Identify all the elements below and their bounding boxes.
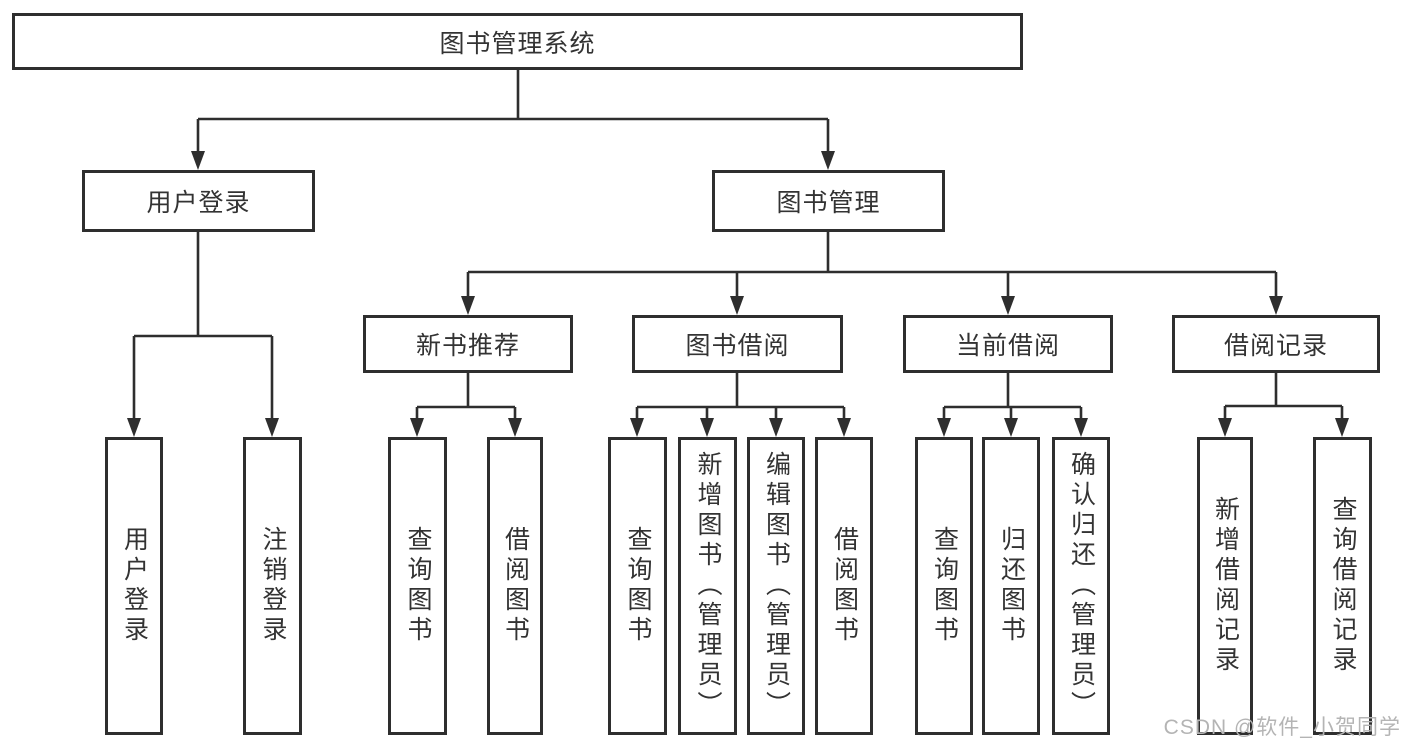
arrowhead-icons	[127, 151, 1349, 437]
node-leaf-borrow-books-recommend: 借阅图书	[487, 437, 543, 735]
node-book-borrowing: 图书借阅	[632, 315, 843, 373]
node-leaf-query-books-current: 查询图书	[915, 437, 973, 735]
node-leaf-query-borrow-record: 查询借阅记录	[1313, 437, 1372, 735]
node-leaf-logout: 注销登录	[243, 437, 302, 735]
node-leaf-user-login: 用户登录	[105, 437, 163, 735]
node-leaf-return-books: 归还图书	[982, 437, 1040, 735]
node-borrowing-records: 借阅记录	[1172, 315, 1380, 373]
node-leaf-edit-books-admin: 编辑图书（管理员）	[747, 437, 805, 735]
node-leaf-borrow-books-borrowing: 借阅图书	[815, 437, 873, 735]
node-leaf-query-books-borrowing: 查询图书	[608, 437, 667, 735]
node-user-login: 用户登录	[82, 170, 315, 232]
csdn-watermark: CSDN @软件_小贺同学	[1163, 716, 1401, 739]
node-book-management: 图书管理	[712, 170, 945, 232]
node-leaf-add-books-admin: 新增图书（管理员）	[678, 437, 737, 735]
node-leaf-add-borrow-record: 新增借阅记录	[1197, 437, 1253, 735]
node-leaf-query-books-recommend: 查询图书	[388, 437, 447, 735]
node-current-borrowing: 当前借阅	[903, 315, 1113, 373]
node-root-library-system: 图书管理系统	[12, 13, 1023, 70]
node-leaf-confirm-return-admin: 确认归还（管理员）	[1052, 437, 1110, 735]
node-new-book-recommend: 新书推荐	[363, 315, 573, 373]
